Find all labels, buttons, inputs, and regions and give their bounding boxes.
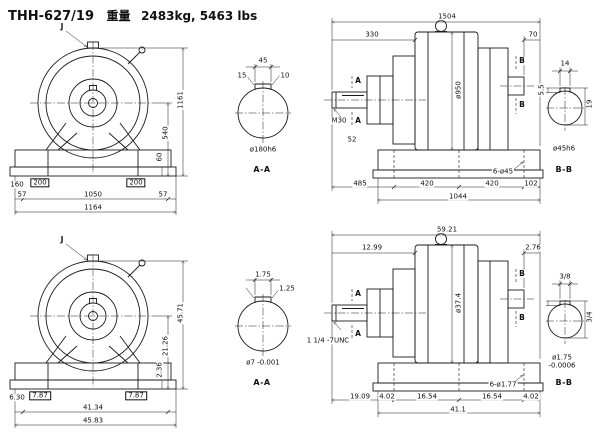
- dim-total-height-imperial: 45.71: [176, 301, 185, 325]
- dim-base-end-imperial: 6.30: [8, 393, 26, 402]
- dim-edge-right-imperial: 4.02: [522, 392, 540, 401]
- dim-foot-right-metric: 200: [126, 178, 146, 188]
- dim-end-gap-imperial: 2.76: [524, 243, 542, 252]
- dim-shaft-to-hole-imperial: 19.09: [348, 392, 372, 401]
- dim-key-width-aa-imperial: 1.75: [254, 270, 272, 279]
- dim-overall-length-imperial: 59.21: [435, 225, 459, 234]
- dim-edge-left-imperial: 4.02: [378, 392, 396, 401]
- dim-housing-diameter-metric: ø950: [454, 80, 463, 100]
- dim-shaft-diameter-aa-metric: ø180h6: [248, 145, 278, 154]
- dim-bottom-center-imperial: 41.34: [81, 403, 105, 412]
- dim-foot-right-imperial: 7.87: [125, 391, 147, 401]
- dim-key-depth-right-aa-metric: 10: [279, 71, 291, 80]
- section-a-mark-top-metric: A: [354, 76, 362, 86]
- dim-shaft-length-metric: 330: [364, 30, 380, 39]
- dim-hole-pitch1-imperial: 16.54: [415, 392, 439, 401]
- dim-shaft-step-metric: 52: [346, 135, 358, 144]
- section-b-mark-top-imperial: B: [518, 269, 526, 279]
- dim-shaft-diameter-bb-metric: ø45h6: [551, 144, 577, 153]
- thread-callout-metric: M30: [330, 116, 348, 125]
- thread-callout-imperial: 1 1/4 -7UNC: [305, 336, 351, 345]
- dim-end-gap-metric: 70: [527, 30, 539, 39]
- dim-key-width-bb-imperial: 3/8: [558, 272, 572, 281]
- dim-hole-pitch1-metric: 420: [419, 179, 435, 188]
- section-aa-drawing: [235, 64, 291, 143]
- dim-foot-left-metric: 200: [30, 178, 50, 188]
- dim-hole-pitch2-imperial: 16.54: [480, 392, 504, 401]
- weight-label: 重量: [106, 9, 131, 23]
- drawing-title: THH-627/19 重量 2483kg, 5463 lbs: [8, 7, 257, 24]
- dim-bottom-right-metric: 57: [157, 190, 169, 199]
- dim-pad-height-metric: 60: [155, 151, 164, 163]
- dim-center-height-imperial: 21.26: [161, 334, 170, 358]
- foot-holes-callout-metric: 6-ø45: [491, 167, 515, 176]
- dim-key-width-bb-metric: 14: [559, 59, 571, 68]
- dim-center-height-metric: 540: [161, 125, 170, 141]
- dim-base-length-metric: 1044: [448, 192, 468, 201]
- dim-key-depth-right-bb-metric: 19: [585, 98, 594, 110]
- dim-housing-diameter-imperial: ø37.4: [454, 292, 463, 314]
- section-aa-label-imperial: A-A: [252, 377, 272, 388]
- section-bb-drawing: [546, 67, 588, 131]
- front-view-drawing: [9, 30, 188, 215]
- dim-bottom-total-imperial: 45.83: [81, 416, 105, 425]
- section-bb-label-metric: B-B: [554, 164, 574, 175]
- dim-diameter-tolerance-bb-imperial: -0.0006: [547, 361, 577, 370]
- dim-pad-height-imperial: 2.36: [155, 361, 164, 379]
- section-aa-label-metric: A-A: [252, 164, 272, 175]
- section-b-mark-bottom-imperial: B: [518, 313, 526, 323]
- dim-bottom-center-metric: 1050: [83, 190, 103, 199]
- dim-key-width-aa-metric: 45: [257, 56, 269, 65]
- dim-shaft-diameter-bb-imperial: ø1.75: [551, 353, 573, 362]
- side-view-drawing: [324, 18, 544, 204]
- section-b-mark-top-metric: B: [518, 56, 526, 66]
- dim-bottom-total-metric: 1164: [83, 203, 103, 212]
- dim-key-depth-left-bb-metric: 5.5: [537, 83, 546, 97]
- dim-shaft-to-hole-metric: 485: [352, 179, 368, 188]
- section-bb-label-imperial: B-B: [554, 377, 574, 388]
- section-a-mark-top-imperial: A: [354, 289, 362, 299]
- dim-key-depth-right-bb-imperial: 3/4: [585, 310, 594, 324]
- dim-base-end-metric: 160: [9, 180, 25, 189]
- dim-shaft-diameter-aa-imperial: ø7 -0.001: [245, 358, 281, 367]
- model-number: THH-627/19: [8, 9, 94, 24]
- dim-total-height-metric: 1161: [176, 90, 185, 110]
- dim-foot-left-imperial: 7.87: [29, 391, 51, 401]
- view-flag-j-metric: J: [59, 22, 65, 32]
- dim-bottom-left-metric: 57: [16, 190, 28, 199]
- dim-base-length-imperial: 41.1: [449, 405, 467, 414]
- dim-hole-pitch2-metric: 420: [484, 179, 500, 188]
- section-a-mark-bottom-metric: A: [354, 116, 362, 126]
- dim-shaft-length-imperial: 12.99: [360, 243, 384, 252]
- view-flag-j-imperial: J: [59, 235, 65, 245]
- dim-edge-right-metric: 102: [523, 179, 539, 188]
- section-a-mark-bottom-imperial: A: [354, 329, 362, 339]
- weight-value: 2483kg, 5463 lbs: [141, 9, 258, 23]
- foot-holes-callout-imperial: 6-ø1.77: [488, 380, 518, 389]
- dim-key-depth-right-aa-imperial: 1.25: [278, 284, 296, 293]
- section-b-mark-bottom-metric: B: [518, 100, 526, 110]
- dim-key-depth-left-aa-metric: 15: [236, 71, 248, 80]
- dim-overall-length-metric: 1504: [437, 12, 457, 21]
